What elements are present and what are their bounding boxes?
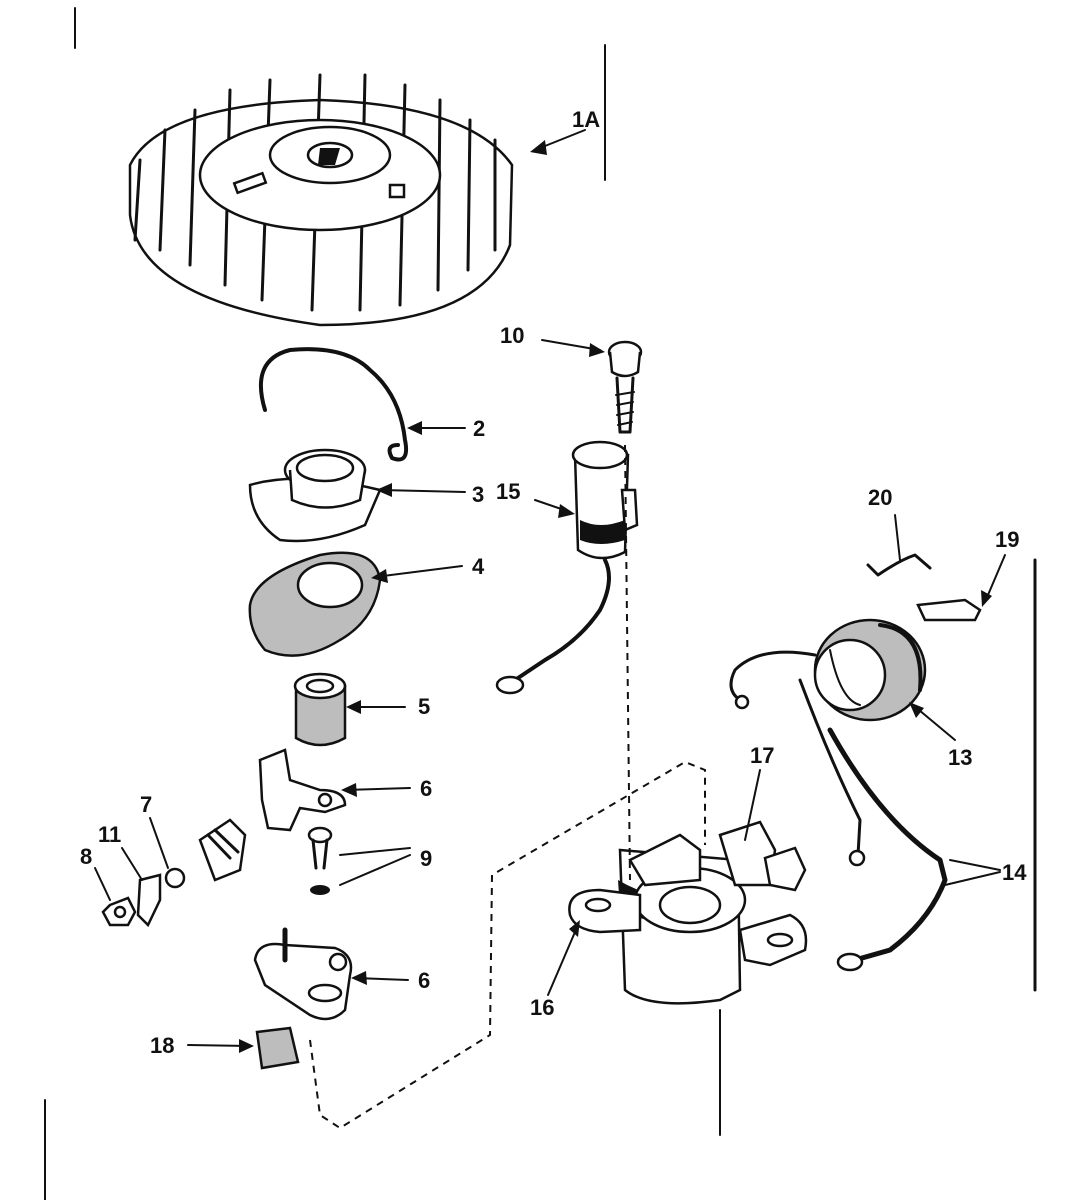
part-ground-wire: [827, 727, 1001, 972]
callout-8: 8: [80, 844, 92, 869]
part-magneto-base: [547, 769, 808, 1005]
callout-20: 20: [868, 485, 892, 510]
callout-18: 18: [150, 1033, 174, 1058]
callout-3: 3: [472, 482, 484, 507]
callout-11: 11: [98, 822, 121, 847]
callout-15: 15: [496, 479, 520, 504]
callout-19: 19: [995, 527, 1019, 552]
part-terminal-hardware: [94, 817, 247, 928]
part-cover: [248, 448, 466, 543]
callout-13: 13: [948, 745, 972, 770]
callout-1a: 1A: [572, 107, 600, 132]
dashed-alignment-lines: [309, 444, 706, 1130]
callout-7: 7: [140, 792, 152, 817]
part-coil: [729, 618, 956, 867]
part-gasket: [248, 551, 463, 657]
callout-14: 14: [1002, 860, 1027, 885]
callout-5: 5: [418, 694, 430, 719]
part-clip: [258, 347, 466, 462]
part-breaker-plate: [253, 927, 409, 1021]
part-felt: [187, 1026, 300, 1070]
callout-10: 10: [500, 323, 524, 348]
part-bushing: [293, 672, 406, 747]
part-screw-10: [541, 339, 643, 434]
callout-6-plate: 6: [418, 968, 430, 993]
part-spring-clip-20: [866, 514, 932, 577]
callout-9: 9: [420, 846, 432, 871]
callout-17: 17: [750, 743, 774, 768]
part-screw-9: [307, 826, 411, 895]
callout-6-arm: 6: [420, 776, 432, 801]
part-breaker-arm: [258, 748, 411, 832]
callout-labels: 1A 2 3 4 5 6 6 7 8 9 10 11 13 14 15 16 1…: [80, 107, 1027, 1058]
part-pad-19: [916, 554, 1006, 622]
callout-4: 4: [472, 554, 485, 579]
callout-2: 2: [473, 416, 485, 441]
callout-16: 16: [530, 995, 554, 1020]
scan-border-lines: [44, 7, 1037, 1200]
part-flywheel: [128, 73, 586, 327]
